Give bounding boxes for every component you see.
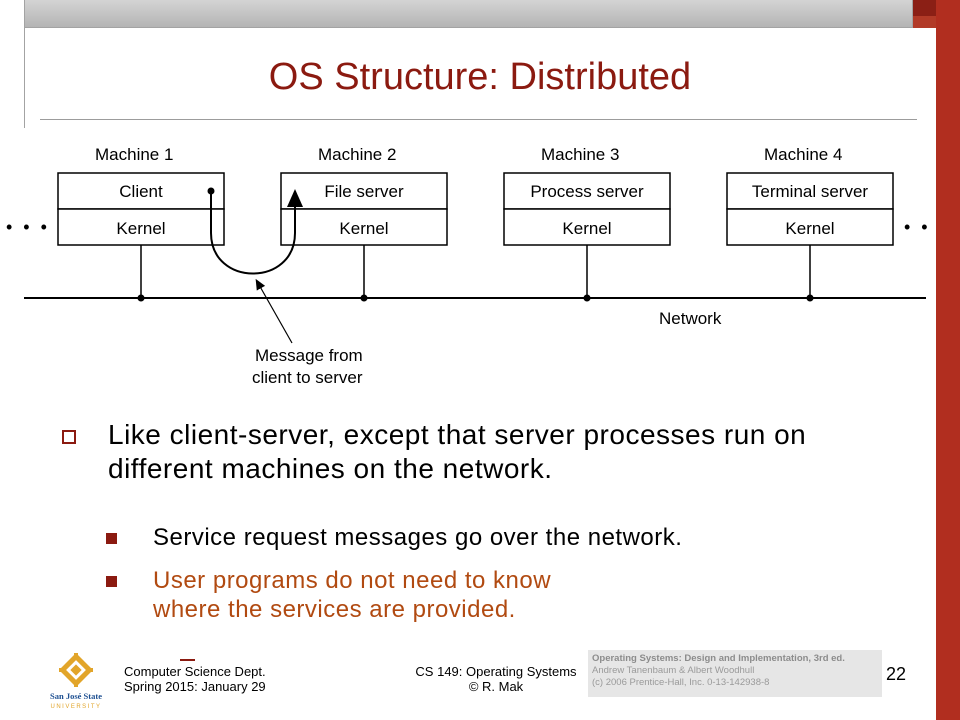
logo-text-line1: San José State [50,691,102,701]
message-path [210,189,303,275]
message-label-line1: Message from [255,346,363,365]
left-rule [24,28,25,128]
ellipsis-left: • • • [6,217,50,237]
main-bullet: Like client-server, except that server p… [62,418,912,486]
machine-2-service: File server [324,182,404,201]
machine-2-kernel-box [280,208,448,246]
machine-2-node [360,294,368,302]
header-accent-light [913,16,936,28]
credit-line1: Operating Systems: Design and Implementa… [592,653,845,664]
credit-line3: (c) 2006 Prentice-Hall, Inc. 0-13-142938… [592,677,770,688]
machine-4-kernel: Kernel [785,219,834,238]
machine-4-service-box [726,172,894,210]
textbook-credit: Operating Systems: Design and Implementa… [588,650,882,697]
logo-text-line2: UNIVERSITY [50,704,101,710]
footer-dept: Computer Science Dept. Spring 2015: Janu… [124,664,266,694]
right-accent-bar [936,0,960,720]
machine-2-kernel: Kernel [339,219,388,238]
footer-dash [180,659,195,661]
header-accent-dark [913,0,936,16]
main-bullet-text: Like client-server, except that server p… [108,419,807,484]
sub-bullet-2: User programs do not need to know where … [106,566,866,624]
machine-4-node [806,294,814,302]
filled-square-bullet-icon [106,533,117,544]
machine-1-kernel: Kernel [116,219,165,238]
sub-bullet-2-line2: where the services are provided. [153,596,516,623]
machine-4-service: Terminal server [752,182,869,201]
machine-1-service: Client [119,182,163,201]
sub-bullet-1: Service request messages go over the net… [106,523,866,552]
footer-course: CS 149: Operating Systems © R. Mak [410,664,582,694]
square-bullet-icon [62,430,76,444]
message-pointer [255,278,293,344]
footer-dept-line1: Computer Science Dept. [124,664,266,679]
title-divider [40,119,917,120]
distributed-os-diagram: • • • • • • Network Machine 1 Client Ker… [6,145,936,387]
ellipsis-right: • • • [904,217,936,237]
machine-3-node [583,294,591,302]
sub-bullet-1-text: Service request messages go over the net… [153,524,683,551]
machine-3-heading: Machine 3 [541,145,619,164]
machine-2-service-box [280,172,448,210]
footer-course-line1: CS 149: Operating Systems [415,664,577,679]
sub-bullet-2-line1: User programs do not need to know [153,567,552,594]
filled-square-bullet-icon [106,576,117,587]
slide-title: OS Structure: Distributed [268,56,692,98]
page-number: 22 [885,664,906,684]
network-label: Network [659,309,722,328]
machine-1-heading: Machine 1 [95,145,173,164]
machine-2-heading: Machine 2 [318,145,396,164]
machine-3-kernel-box [503,208,671,246]
message-label-line2: client to server [252,368,363,387]
machine-4-heading: Machine 4 [764,145,842,164]
sjsu-logo: San José State UNIVERSITY [50,653,102,710]
machine-3-kernel: Kernel [562,219,611,238]
footer-dept-line2: Spring 2015: January 29 [124,679,266,694]
sub-bullet-2-text: User programs do not need to know where … [153,566,866,624]
credit-line2: Andrew Tanenbaum & Albert Woodhull [592,665,755,676]
machine-1-node [137,294,145,302]
footer-course-line2: © R. Mak [468,679,524,694]
machine-3-service: Process server [530,182,644,201]
top-header-bar [24,0,913,28]
